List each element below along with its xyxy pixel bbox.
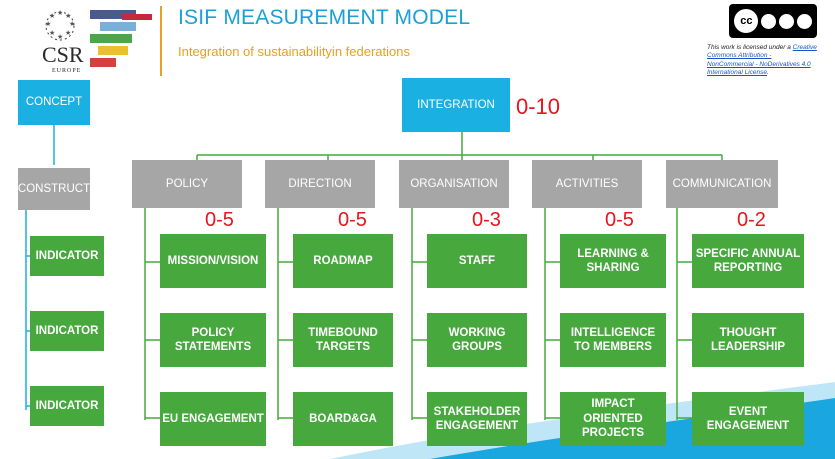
logo-text: CSR [42, 42, 84, 67]
category-score: 0-3 [472, 209, 501, 231]
indicator-box: INTELLIGENCE TO MEMBERS [560, 313, 666, 367]
category-score: 0-5 [205, 209, 234, 231]
svg-text:★: ★ [49, 12, 55, 20]
category-policy: POLICY [132, 160, 242, 208]
indicator-box: BOARD&GA [293, 392, 393, 446]
license-link[interactable]: Creative Commons Attribution - NonCommer… [707, 44, 817, 77]
category-score: 0-5 [605, 209, 634, 231]
logo-stripes [90, 10, 136, 67]
logo-subtext: EUROPE [52, 68, 82, 74]
svg-text:★: ★ [49, 29, 55, 37]
indicator-box: STAFF [427, 234, 527, 288]
svg-text:★: ★ [45, 20, 51, 28]
indicator-box: MISSION/VISION [160, 234, 266, 288]
svg-text:★: ★ [57, 9, 63, 17]
svg-text:★: ★ [65, 29, 71, 37]
nc-icon [778, 13, 794, 29]
category-score: 0-2 [737, 209, 766, 231]
legend-indicator: INDICATOR [30, 236, 104, 276]
category-organisation: ORGANISATION [399, 160, 509, 208]
root-integration: INTEGRATION [402, 78, 510, 132]
cc-license-badge: cc [729, 4, 817, 38]
indicator-box: EU ENGAGEMENT [160, 392, 266, 446]
svg-text:★: ★ [65, 12, 71, 20]
indicator-box: THOUGHT LEADERSHIP [692, 313, 804, 367]
by-icon [761, 13, 777, 29]
category-communication: COMMUNICATION [666, 160, 778, 208]
indicator-box: IMPACT ORIENTED PROJECTS [560, 392, 666, 446]
indicator-box: POLICY STATEMENTS [160, 313, 266, 367]
indicator-box: STAKEHOLDER ENGAGEMENT [427, 392, 527, 446]
cc-icon: cc [734, 9, 759, 33]
legend-indicator: INDICATOR [30, 311, 104, 351]
legend-construct: CONSTRUCT [18, 168, 90, 210]
indicator-box: SPECIFIC ANNUAL REPORTING [692, 234, 804, 288]
indicator-box: TIMEBOUND TARGETS [293, 313, 393, 367]
eu-stars-icon: ★★★ ★★★ ★★ [45, 9, 75, 41]
csr-europe-logo: ★★★ ★★★ ★★ CSR EUROPE [32, 6, 154, 76]
category-score: 0-5 [338, 209, 367, 231]
license-prefix: This work is licensed under a [707, 44, 793, 51]
license-text: This work is licensed under a Creative C… [707, 44, 819, 78]
indicator-box: LEARNING & SHARING [560, 234, 666, 288]
page-title: ISIF MEASUREMENT MODEL [178, 6, 471, 29]
indicator-box: EVENT ENGAGEMENT [692, 392, 804, 446]
indicator-box: WORKING GROUPS [427, 313, 527, 367]
category-direction: DIRECTION [265, 160, 375, 208]
root-score: 0-10 [516, 94, 561, 119]
svg-text:★: ★ [57, 33, 63, 41]
category-activities: ACTIVITIES [532, 160, 642, 208]
legend-concept: CONCEPT [18, 80, 90, 125]
nd-icon [796, 13, 812, 29]
svg-text:★: ★ [69, 20, 75, 28]
header-divider [160, 6, 162, 76]
license-suffix: . [767, 69, 769, 77]
indicator-box: ROADMAP [293, 234, 393, 288]
page-subtitle: Integration of sustainabilityin federati… [178, 44, 410, 59]
legend-indicator: INDICATOR [30, 386, 104, 426]
